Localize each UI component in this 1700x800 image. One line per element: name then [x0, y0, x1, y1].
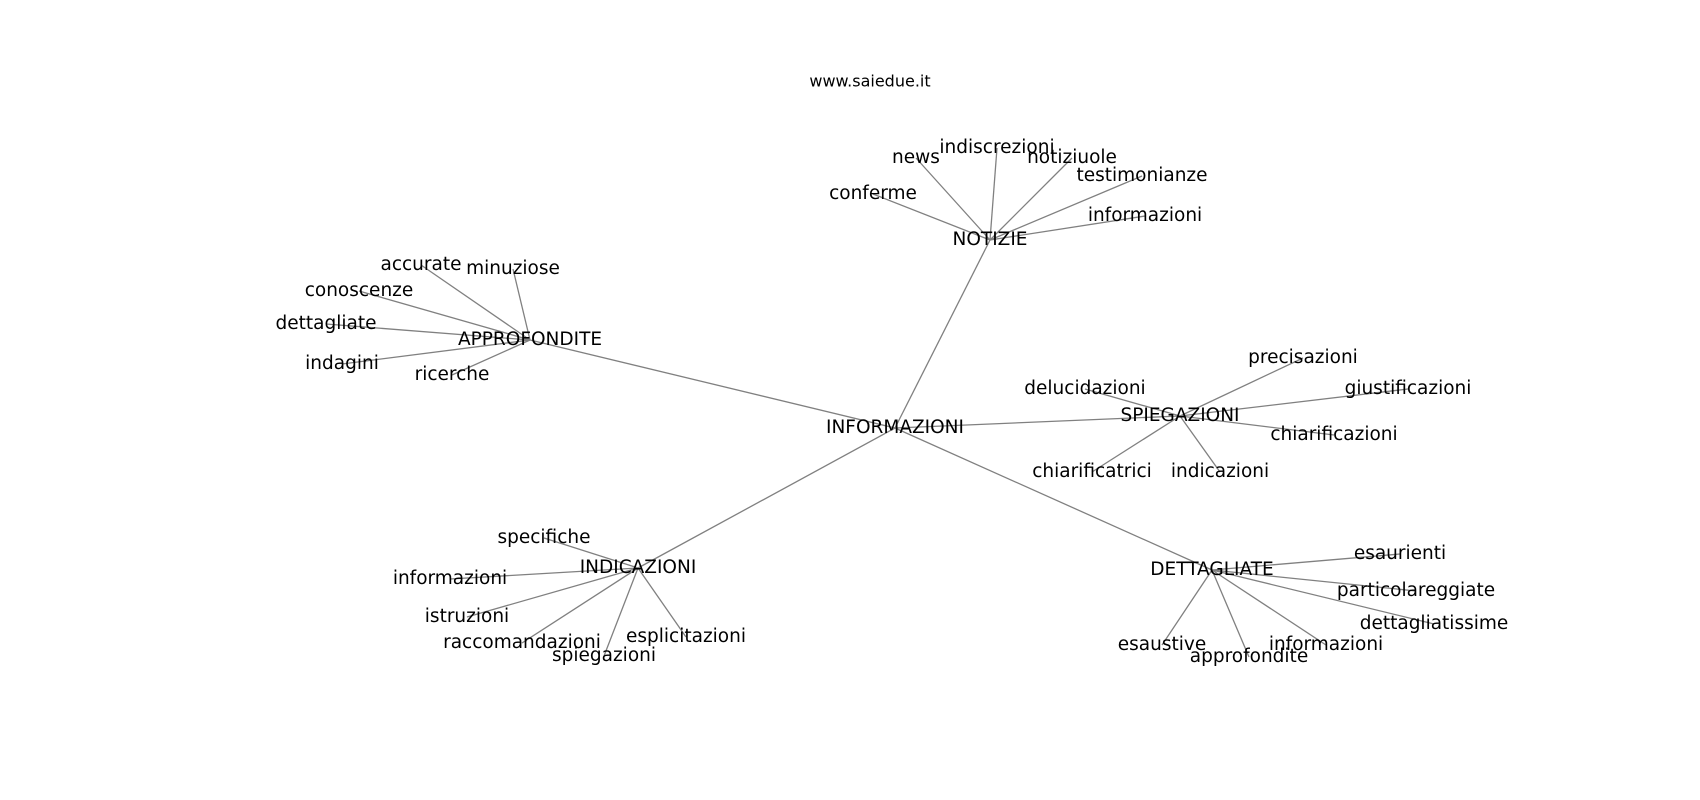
- leaf-node-spiegazioni-indicazioni: indicazioni: [1171, 461, 1269, 482]
- leaf-node-approfondite-dettagliate: dettagliate: [276, 313, 377, 334]
- leaf-node-notizie-indiscrezioni: indiscrezioni: [939, 137, 1054, 158]
- edge-spiegazioni-chiarificatrici: [1091, 415, 1181, 473]
- hub-node-spiegazioni: SPIEGAZIONI: [1120, 405, 1239, 426]
- hub-node-approfondite: APPROFONDITE: [458, 329, 602, 350]
- edge-notizie-testimonianze: [989, 175, 1143, 241]
- leaf-node-indicazioni-informazioni: informazioni: [393, 568, 507, 589]
- leaf-node-indicazioni-istruzioni: istruzioni: [425, 606, 509, 627]
- edge-dettagliate-approfondite: [1211, 569, 1250, 658]
- leaf-node-notizie-news: news: [892, 147, 940, 168]
- edge-root-spiegazioni: [894, 415, 1181, 429]
- leaf-node-indicazioni-specifiche: specifiche: [497, 527, 590, 548]
- edge-approfondite-minuziose: [512, 268, 531, 341]
- root-node-label: INFORMAZIONI: [826, 417, 964, 438]
- labels: www.saiedue.it INFORMAZIONI NOTIZIE confer…: [276, 72, 1509, 668]
- edge-dettagliate-dettagliatissime: [1211, 569, 1435, 625]
- leaf-node-indicazioni-spiegazioni: spiegazioni: [552, 645, 656, 666]
- leaf-node-dettagliate-particolareggiate: particolareggiate: [1337, 580, 1495, 601]
- edge-spiegazioni-chiarificazioni: [1179, 415, 1335, 436]
- edge-root-notizie: [894, 239, 991, 429]
- leaf-node-dettagliate-esaurienti: esaurienti: [1354, 543, 1446, 564]
- leaf-node-dettagliate-dettagliatissime: dettagliatissime: [1360, 613, 1509, 634]
- edge-notizie-conferme: [872, 193, 991, 241]
- leaf-node-spiegazioni-chiarificazioni: chiarificazioni: [1270, 424, 1397, 445]
- hub-node-indicazioni: INDICAZIONI: [580, 557, 697, 578]
- leaf-node-spiegazioni-chiarificatrici: chiarificatrici: [1032, 461, 1152, 482]
- leaf-node-indicazioni-esplicitazioni: esplicitazioni: [626, 626, 746, 647]
- edge-notizie-informazioni: [989, 215, 1146, 241]
- leaf-node-dettagliate-informazioni: informazioni: [1269, 634, 1383, 655]
- leaf-node-notizie-conferme: conferme: [829, 183, 917, 204]
- edge-indicazioni-raccomandazioni: [521, 567, 639, 644]
- edge-indicazioni-informazioni: [449, 567, 639, 580]
- edge-indicazioni-istruzioni: [466, 567, 639, 618]
- leaf-node-spiegazioni-precisazioni: precisazioni: [1248, 347, 1358, 368]
- edge-notizie-indiscrezioni: [989, 147, 998, 241]
- edge-indicazioni-esplicitazioni: [637, 567, 687, 638]
- edge-dettagliate-esaurienti: [1211, 553, 1401, 571]
- leaf-node-approfondite-conoscenze: conoscenze: [305, 280, 414, 301]
- edge-root-approfondite: [529, 339, 896, 429]
- edge-approfondite-conoscenze: [358, 290, 531, 341]
- leaf-node-indicazioni-raccomandazioni: raccomandazioni: [443, 632, 601, 653]
- edge-notizie-news: [915, 157, 991, 241]
- leaf-node-approfondite-minuziose: minuziose: [466, 258, 560, 279]
- leaf-node-approfondite-indagini: indagini: [305, 353, 379, 374]
- edge-root-indicazioni: [637, 427, 896, 569]
- edge-root-dettagliate: [894, 427, 1213, 571]
- hub-node-notizie: NOTIZIE: [953, 229, 1028, 250]
- leaf-node-spiegazioni-giustificazioni: giustificazioni: [1345, 378, 1472, 399]
- hub-node-dettagliate: DETTAGLIATE: [1150, 559, 1273, 580]
- edge-spiegazioni-precisazioni: [1179, 357, 1304, 417]
- leaf-node-notizie-notiziuole: notiziuole: [1027, 147, 1117, 168]
- leaf-node-dettagliate-approfondite: approfondite: [1190, 646, 1308, 667]
- edges: [325, 147, 1435, 658]
- edge-spiegazioni-giustificazioni: [1179, 388, 1409, 417]
- edge-dettagliate-informazioni: [1211, 569, 1327, 646]
- edge-spiegazioni-delucidazioni: [1084, 388, 1181, 417]
- edge-dettagliate-particolareggiate: [1211, 569, 1417, 592]
- edge-spiegazioni-indicazioni: [1179, 415, 1221, 473]
- edge-indicazioni-spiegazioni: [603, 567, 639, 657]
- leaf-node-spiegazioni-delucidazioni: delucidazioni: [1024, 378, 1145, 399]
- edge-approfondite-accurate: [420, 264, 531, 341]
- leaf-node-notizie-informazioni: informazioni: [1088, 205, 1202, 226]
- edge-notizie-notiziuole: [989, 157, 1073, 241]
- leaf-node-approfondite-accurate: accurate: [381, 254, 462, 275]
- edge-indicazioni-specifiche: [543, 537, 639, 569]
- edge-approfondite-indagini: [341, 339, 531, 365]
- site-title: www.saiedue.it: [809, 72, 930, 91]
- edge-approfondite-ricerche: [451, 339, 531, 376]
- leaf-node-dettagliate-esaustive: esaustive: [1118, 634, 1206, 655]
- leaf-node-notizie-testimonianze: testimonianze: [1076, 165, 1207, 186]
- leaf-node-approfondite-ricerche: ricerche: [415, 364, 490, 385]
- edge-approfondite-dettagliate: [325, 323, 531, 341]
- edge-dettagliate-esaustive: [1161, 569, 1213, 646]
